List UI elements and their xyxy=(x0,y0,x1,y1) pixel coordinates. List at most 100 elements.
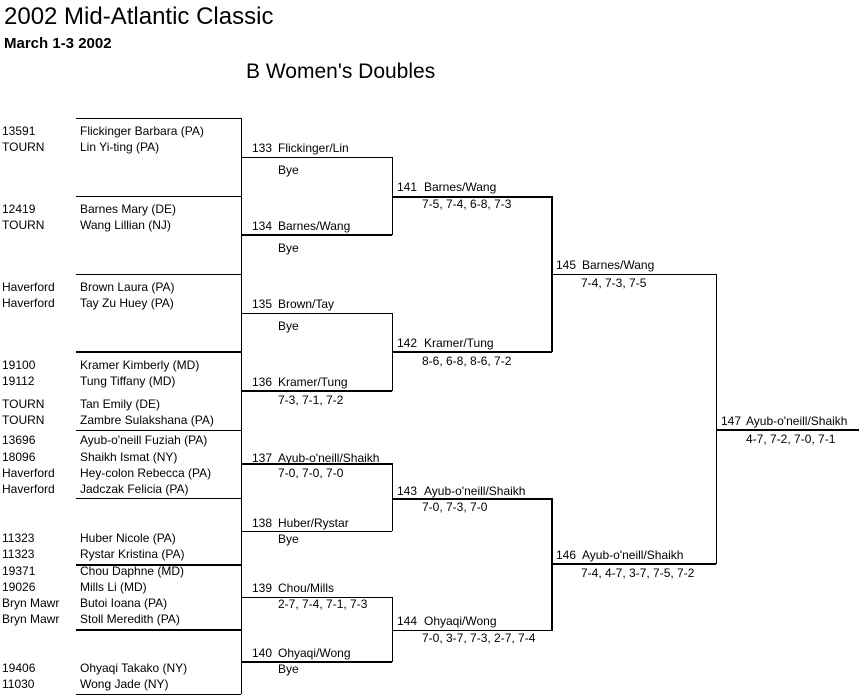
entry-id: TOURN xyxy=(2,140,45,154)
match-score: 7-4, 7-3, 7-5 xyxy=(581,276,647,290)
match-number: 133 xyxy=(252,141,273,155)
champion: Ayub-o'neill/Shaikh xyxy=(746,414,848,428)
entry-name: Tay Zu Huey (PA) xyxy=(80,296,174,310)
match-score: 7-5, 7-4, 6-8, 7-3 xyxy=(422,197,512,211)
match-score: 7-4, 4-7, 3-7, 7-5, 7-2 xyxy=(581,566,695,580)
match-winner: Barnes/Wang xyxy=(424,180,497,194)
match-note: Bye xyxy=(278,532,299,546)
entry-id: 11030 xyxy=(2,677,35,691)
entry-name: Butoi Ioana (PA) xyxy=(80,596,168,610)
entry-name: Barnes Mary (DE) xyxy=(80,202,177,216)
match-score: 7-0, 7-3, 7-0 xyxy=(422,500,488,514)
match-score: 8-6, 6-8, 8-6, 7-2 xyxy=(422,354,512,368)
match-number: 138 xyxy=(252,516,273,530)
page-title: 2002 Mid-Atlantic Classic xyxy=(4,3,274,30)
match-note: Bye xyxy=(278,163,299,177)
match-winner: Ohyaqi/Wong xyxy=(424,614,497,628)
match-number: 139 xyxy=(252,581,273,595)
bracket-line xyxy=(241,531,392,532)
match-note: Bye xyxy=(278,662,299,676)
entry-name: Kramer Kimberly (MD) xyxy=(80,358,200,372)
match-number: 147 xyxy=(721,414,742,428)
bracket-line xyxy=(241,313,392,314)
entry-id: 12419 xyxy=(2,202,36,216)
bracket-line xyxy=(552,563,716,565)
bracket-line xyxy=(241,661,392,663)
entry-name: Tung Tiffany (MD) xyxy=(80,374,176,388)
match-number: 140 xyxy=(252,646,273,660)
entry-id: 19371 xyxy=(2,564,36,578)
event-name: B Women's Doubles xyxy=(246,60,436,83)
entry-id: 19100 xyxy=(2,358,36,372)
entry-id: 13591 xyxy=(2,124,36,138)
bracket-line xyxy=(392,597,393,662)
bracket-line xyxy=(392,630,552,631)
entry-name: Zambre Sulakshana (PA) xyxy=(80,413,214,427)
bracket-line xyxy=(716,429,859,431)
bracket-line xyxy=(76,694,241,695)
entry-name: Brown Laura (PA) xyxy=(80,280,175,294)
match-number: 137 xyxy=(252,451,273,465)
bracket-line xyxy=(716,274,717,564)
bracket-line xyxy=(76,629,241,631)
match-number: 141 xyxy=(397,180,418,194)
entry-id: Haverford xyxy=(2,280,55,294)
bracket-line xyxy=(241,597,392,598)
match-winner: Chou/Mills xyxy=(278,581,335,595)
entry-name: Flickinger Barbara (PA) xyxy=(80,124,204,138)
bracket-line xyxy=(241,463,392,465)
entry-name: Huber Nicole (PA) xyxy=(80,531,176,545)
match-number: 134 xyxy=(252,219,273,233)
entry-id: TOURN xyxy=(2,218,45,232)
bracket-line xyxy=(552,274,716,275)
match-winner: Ayub-o'neill/Shaikh xyxy=(424,484,526,498)
match-number: 146 xyxy=(556,548,577,562)
entry-id: Haverford xyxy=(2,296,55,310)
bracket-line xyxy=(392,351,552,353)
entry-name: Hey-colon Rebecca (PA) xyxy=(80,466,212,480)
entry-id: 11323 xyxy=(2,531,35,545)
entry-id: 19406 xyxy=(2,661,36,675)
entry-id: TOURN xyxy=(2,397,45,411)
bracket-line xyxy=(392,498,552,500)
entry-id: Haverford xyxy=(2,482,55,496)
match-winner: Barnes/Wang xyxy=(278,219,351,233)
entry-name: Ayub-o'neill Fuziah (PA) xyxy=(80,433,208,447)
bracket-line xyxy=(241,157,392,158)
entry-name: Ohyaqi Takako (NY) xyxy=(80,661,188,675)
match-note: Bye xyxy=(278,241,299,255)
match-winner: Flickinger/Lin xyxy=(278,141,349,155)
entry-id: 18096 xyxy=(2,450,36,464)
event-date: March 1-3 2002 xyxy=(4,35,112,52)
entry-name: Rystar Kristina (PA) xyxy=(80,547,185,561)
match-winner: Ayub-o'neill/Shaikh xyxy=(278,451,380,465)
entry-id: 19112 xyxy=(2,374,35,388)
match-winner: Brown/Tay xyxy=(278,297,335,311)
entry-id: Haverford xyxy=(2,466,55,480)
match-note: 2-7, 7-4, 7-1, 7-3 xyxy=(278,597,368,611)
bracket-line xyxy=(76,498,241,499)
entry-id: TOURN xyxy=(2,413,45,427)
match-number: 145 xyxy=(556,258,577,272)
entry-name: Shaikh Ismat (NY) xyxy=(80,450,178,464)
entry-name: Wang Lillian (NJ) xyxy=(80,218,171,232)
match-number: 143 xyxy=(397,484,418,498)
bracket-line xyxy=(76,564,241,566)
match-winner: Barnes/Wang xyxy=(582,258,655,272)
match-winner: Huber/Rystar xyxy=(278,516,349,530)
match-winner: Kramer/Tung xyxy=(424,336,494,350)
match-note: Bye xyxy=(278,319,299,333)
bracket-line xyxy=(76,274,241,275)
entry-id: 19026 xyxy=(2,580,36,594)
bracket-line xyxy=(241,390,392,392)
match-number: 142 xyxy=(397,336,418,350)
bracket-line xyxy=(392,463,393,531)
entry-id: 11323 xyxy=(2,547,35,561)
entry-name: Jadczak Felicia (PA) xyxy=(80,482,189,496)
bracket-line xyxy=(241,234,392,236)
match-number: 144 xyxy=(397,614,418,628)
match-number: 135 xyxy=(252,297,273,311)
match-note: 7-3, 7-1, 7-2 xyxy=(278,393,344,407)
entry-id: Bryn Mawr xyxy=(2,596,60,610)
entry-name: Mills Li (MD) xyxy=(80,580,147,594)
